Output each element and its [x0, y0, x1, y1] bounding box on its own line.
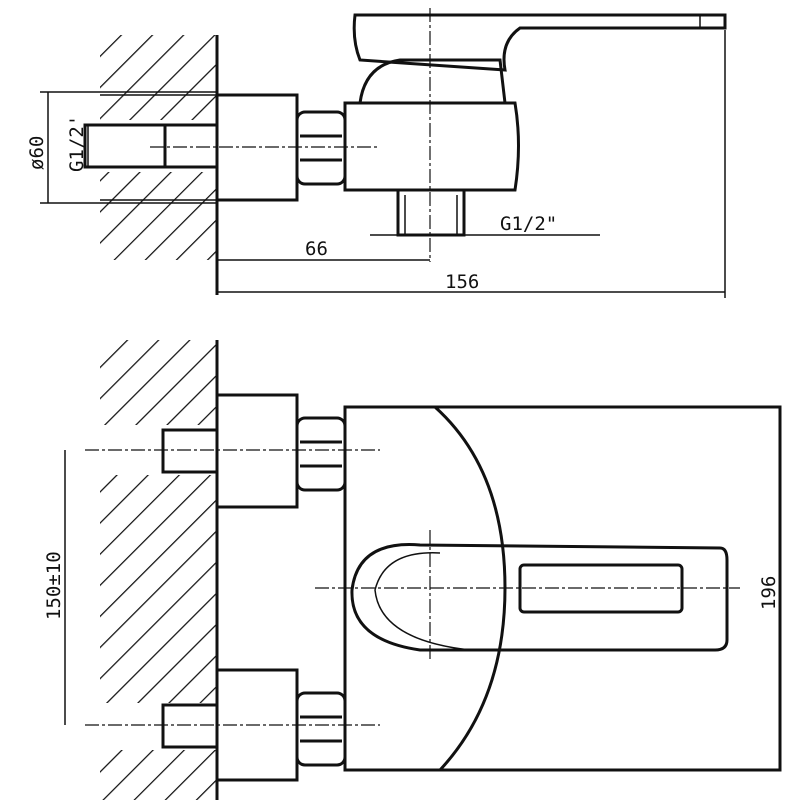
- wall-hatch-3: [100, 750, 217, 800]
- wall-hatch-mid-top: [100, 95, 217, 120]
- inlet-thread-label: G1/2': [66, 115, 88, 172]
- height-dimension-label: 196: [758, 576, 780, 610]
- lever-handle: [352, 13, 727, 72]
- inlet-pipe: [83, 123, 219, 169]
- wall-hatch-2: [100, 475, 217, 703]
- outlet-thread-label: G1/2": [500, 213, 557, 235]
- wall-hatch-top: [100, 35, 217, 95]
- top-view: ø60 G1/2' G1/2" 66 156: [26, 8, 727, 298]
- length-dimension-label: 156: [445, 271, 479, 293]
- lever-inset: [518, 563, 684, 614]
- lever: [350, 543, 729, 652]
- valve-body: [343, 101, 520, 192]
- upper-flange: [215, 393, 299, 509]
- lower-pipe: [161, 703, 219, 749]
- wall-hatch-bottom: [100, 172, 217, 260]
- hex-nut: [295, 110, 347, 186]
- lower-nut: [295, 691, 347, 767]
- upper-nut: [295, 416, 347, 492]
- cartridge-neck: [358, 58, 507, 104]
- wall-hatch-1: [100, 340, 217, 425]
- front-view: 150±10 196: [43, 340, 782, 800]
- depth-dimension-label: 66: [305, 238, 328, 260]
- spacing-dimension-label: 150±10: [43, 551, 65, 620]
- upper-pipe: [161, 428, 219, 474]
- outlet: [396, 188, 466, 237]
- diameter-label: ø60: [26, 136, 48, 170]
